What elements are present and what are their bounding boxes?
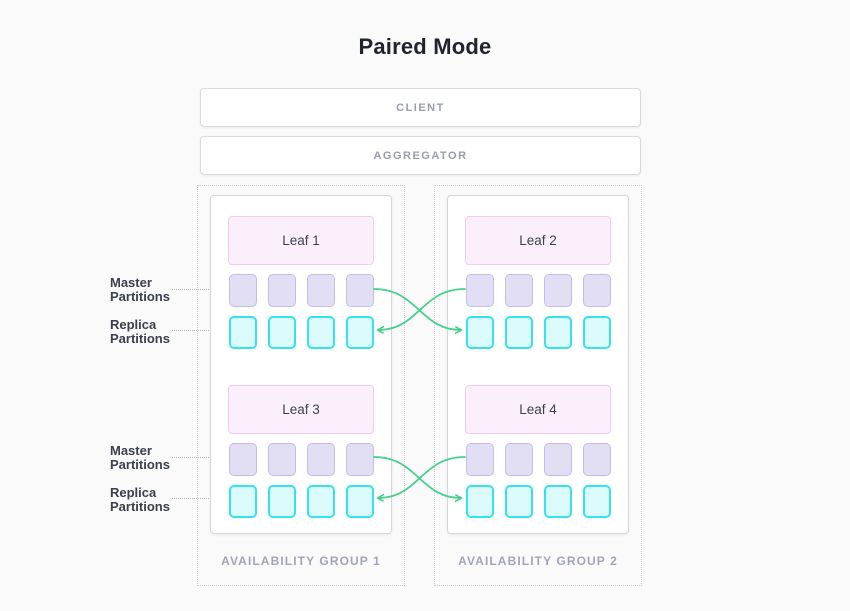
leader-line — [172, 330, 229, 331]
replica-partition-square — [543, 316, 572, 349]
replica-partition-square — [504, 316, 533, 349]
client-label: CLIENT — [396, 101, 445, 114]
replica-partition-square — [228, 485, 257, 518]
leaf-3-section: Leaf 3 — [211, 385, 391, 527]
replica-partition-square — [228, 316, 257, 349]
leaf-panel: Leaf 1 Leaf 3 — [210, 195, 392, 534]
replica-partition-square — [465, 485, 494, 518]
master-partition-row — [465, 274, 611, 307]
leaf-2-box: Leaf 2 — [465, 216, 611, 265]
master-partition-square — [582, 443, 611, 476]
leader-line — [172, 498, 229, 499]
master-partition-square — [345, 443, 374, 476]
availability-group-1-label: AVAILABILITY GROUP 1 — [221, 554, 381, 568]
replica-partition-square — [306, 316, 335, 349]
leaf-4-section: Leaf 4 — [448, 385, 628, 527]
replica-partition-square — [267, 485, 296, 518]
aggregator-box: AGGREGATOR — [200, 136, 641, 175]
replica-partition-row — [465, 485, 611, 518]
master-partition-square — [465, 274, 494, 307]
master-partitions-label: Master Partitions — [110, 275, 170, 304]
master-partition-row — [228, 443, 374, 476]
master-partition-square — [582, 274, 611, 307]
master-partition-square — [504, 274, 533, 307]
master-partition-square — [306, 443, 335, 476]
leaf-4-box: Leaf 4 — [465, 385, 611, 434]
master-partition-square — [228, 443, 257, 476]
master-partition-row — [228, 274, 374, 307]
master-partition-square — [345, 274, 374, 307]
replica-partitions-label: Replica Partitions — [110, 485, 170, 514]
leaf-3-box: Leaf 3 — [228, 385, 374, 434]
leaf-2-section: Leaf 2 — [448, 216, 628, 358]
replica-partition-square — [465, 316, 494, 349]
replica-partition-square — [504, 485, 533, 518]
leaf-1-section: Leaf 1 — [211, 216, 391, 358]
availability-group-2: Leaf 2 Leaf 4 AVAILABILITY GROUP 2 — [434, 185, 642, 586]
replica-partition-square — [306, 485, 335, 518]
replica-partition-square — [582, 485, 611, 518]
master-partition-square — [267, 274, 296, 307]
availability-group-2-label: AVAILABILITY GROUP 2 — [458, 554, 618, 568]
client-box: CLIENT — [200, 88, 641, 127]
master-partition-square — [267, 443, 296, 476]
master-partition-square — [465, 443, 494, 476]
page-title: Paired Mode — [358, 34, 492, 59]
replica-partition-row — [228, 316, 374, 349]
replica-partition-square — [582, 316, 611, 349]
availability-group-1: Leaf 1 Leaf 3 AVAILABILITY GROUP 1 — [197, 185, 405, 586]
leader-line — [172, 289, 229, 290]
master-partition-square — [543, 274, 572, 307]
master-partition-square — [504, 443, 533, 476]
replica-partition-square — [345, 485, 374, 518]
master-partition-row — [465, 443, 611, 476]
master-partition-square — [306, 274, 335, 307]
replica-partition-row — [465, 316, 611, 349]
leaf-1-box: Leaf 1 — [228, 216, 374, 265]
replica-partition-square — [267, 316, 296, 349]
master-partitions-label: Master Partitions — [110, 443, 170, 472]
leader-line — [172, 457, 229, 458]
aggregator-label: AGGREGATOR — [373, 149, 468, 162]
replica-partition-square — [543, 485, 572, 518]
replica-partition-square — [345, 316, 374, 349]
master-partition-square — [543, 443, 572, 476]
replica-partitions-label: Replica Partitions — [110, 317, 170, 346]
replica-partition-row — [228, 485, 374, 518]
master-partition-square — [228, 274, 257, 307]
leaf-panel: Leaf 2 Leaf 4 — [447, 195, 629, 534]
